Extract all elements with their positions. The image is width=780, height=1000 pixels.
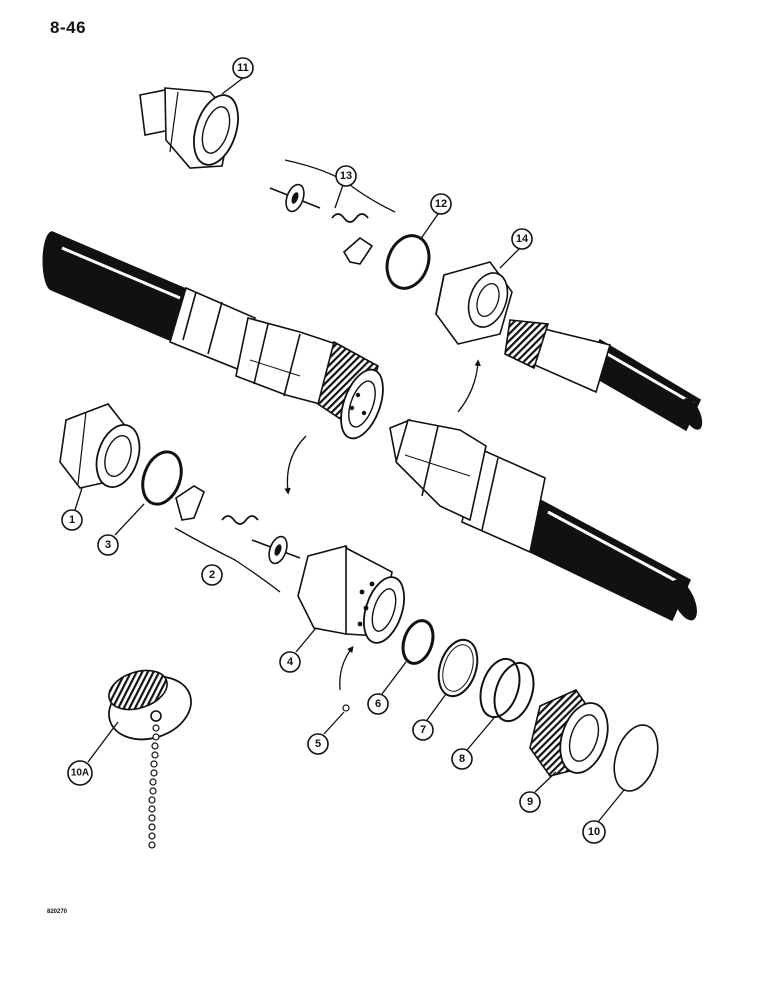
o-ring-12: [385, 234, 431, 290]
callout-7: 7: [412, 719, 434, 741]
coupler-body-4: [297, 545, 405, 644]
arrow-up-small: [339, 645, 354, 691]
chain: [148, 724, 160, 849]
svg-text:11: 11: [237, 62, 249, 74]
svg-text:4: 4: [287, 656, 294, 668]
svg-text:3: 3: [105, 539, 111, 551]
svg-text:13: 13: [340, 170, 352, 182]
svg-text:6: 6: [375, 698, 381, 710]
backup-ring-7-inner: [442, 644, 474, 692]
leader-lines: [74, 77, 625, 823]
callout-14: 14: [511, 228, 533, 250]
fitting-14: [435, 261, 513, 345]
callout-10: 10: [582, 820, 606, 844]
figure-code: 820270: [47, 909, 68, 915]
callout-1: 1: [61, 509, 83, 531]
callout-11: 11: [232, 57, 254, 79]
adapter-1: [59, 403, 141, 489]
valve-set-2: [175, 485, 301, 565]
backup-ring-7: [437, 638, 479, 698]
callout-3: 3: [97, 534, 119, 556]
svg-text:10: 10: [588, 826, 600, 838]
o-ring-6: [401, 619, 435, 665]
dust-cap-10a: [108, 669, 192, 741]
sleeve-9: [529, 688, 609, 777]
svg-text:14: 14: [516, 233, 529, 245]
callout-9: 9: [519, 791, 541, 813]
svg-text:10A: 10A: [71, 768, 89, 779]
snap-ring-10: [613, 724, 659, 792]
callout-4: 4: [279, 651, 301, 673]
upper-hose-ferrule: [169, 286, 256, 372]
svg-text:2: 2: [209, 569, 215, 581]
upper-hose: [42, 230, 190, 342]
callout-5: 5: [307, 733, 329, 755]
callout-10a: 10A: [67, 760, 93, 786]
callout-6: 6: [367, 693, 389, 715]
upper-coupler-body: [235, 317, 384, 440]
arrow-down: [284, 435, 307, 495]
spring-8: [479, 657, 535, 723]
svg-text:9: 9: [527, 796, 533, 808]
right-hose: [504, 319, 703, 432]
page-number: 8-46: [50, 18, 87, 37]
callout-2: 2: [201, 564, 223, 586]
adapter-11: [139, 87, 239, 169]
male-coupler-nipple: [389, 418, 487, 522]
bracket-2: [174, 527, 281, 593]
callout-8: 8: [451, 748, 473, 770]
svg-text:7: 7: [420, 724, 426, 736]
lower-hose: [520, 498, 697, 622]
ball-5: [342, 704, 350, 712]
o-ring-3: [141, 450, 183, 506]
arrow-up: [457, 359, 481, 413]
valve-set-13: [269, 183, 374, 265]
svg-text:5: 5: [315, 738, 321, 750]
svg-text:12: 12: [435, 198, 447, 210]
svg-text:8: 8: [459, 753, 465, 765]
callout-13: 13: [335, 165, 357, 187]
svg-text:1: 1: [69, 514, 75, 526]
callout-12: 12: [430, 193, 452, 215]
